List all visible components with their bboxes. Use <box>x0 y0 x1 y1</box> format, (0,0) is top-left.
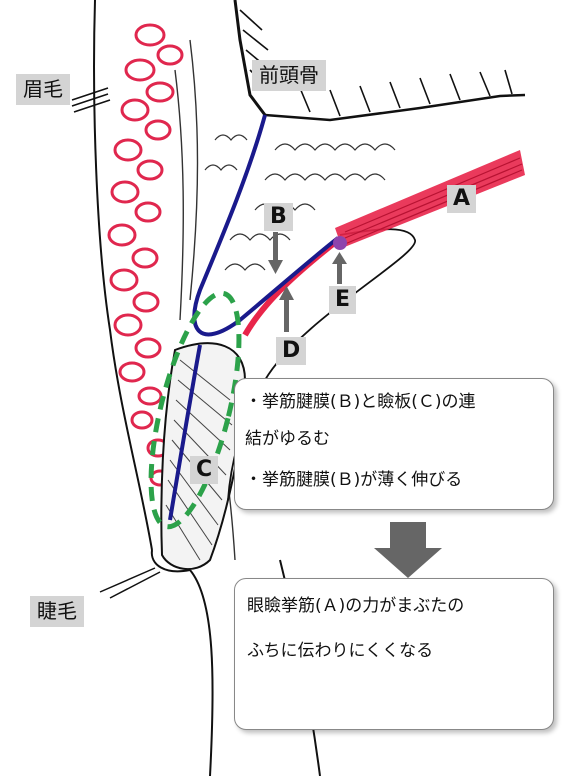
frontal-bone-label: 前頭骨 <box>252 60 326 91</box>
label-d: D <box>276 337 306 365</box>
eyelash-strokes <box>100 568 160 598</box>
cause-line-3: ・挙筋腱膜(Ｂ)が薄く伸びる <box>245 469 543 492</box>
result-line-2: ふちに伝わりにくくなる <box>247 640 541 663</box>
label-b: B <box>264 203 293 231</box>
result-text-box: 眼瞼挙筋(Ａ)の力がまぶたの ふちに伝わりにくくなる <box>234 578 554 730</box>
label-e: E <box>329 286 356 314</box>
result-line-1: 眼瞼挙筋(Ａ)の力がまぶたの <box>247 595 541 618</box>
cause-text-box: ・挙筋腱膜(Ｂ)と瞼板(Ｃ)の連 結がゆるむ ・挙筋腱膜(Ｂ)が薄く伸びる <box>234 378 554 510</box>
attachment-point <box>333 236 347 250</box>
label-a: A <box>447 185 476 213</box>
levator-muscle <box>335 150 525 248</box>
muller-muscle <box>245 240 338 335</box>
eyebrow-hair-strokes <box>72 88 110 112</box>
eyelash-label: 睫毛 <box>30 596 84 627</box>
cause-line-1: ・挙筋腱膜(Ｂ)と瞼板(Ｃ)の連 <box>245 391 543 414</box>
cause-line-2: 結がゆるむ <box>245 428 543 451</box>
eyebrow-label: 眉毛 <box>16 74 70 105</box>
label-c: C <box>190 456 218 484</box>
down-arrow <box>374 522 442 578</box>
